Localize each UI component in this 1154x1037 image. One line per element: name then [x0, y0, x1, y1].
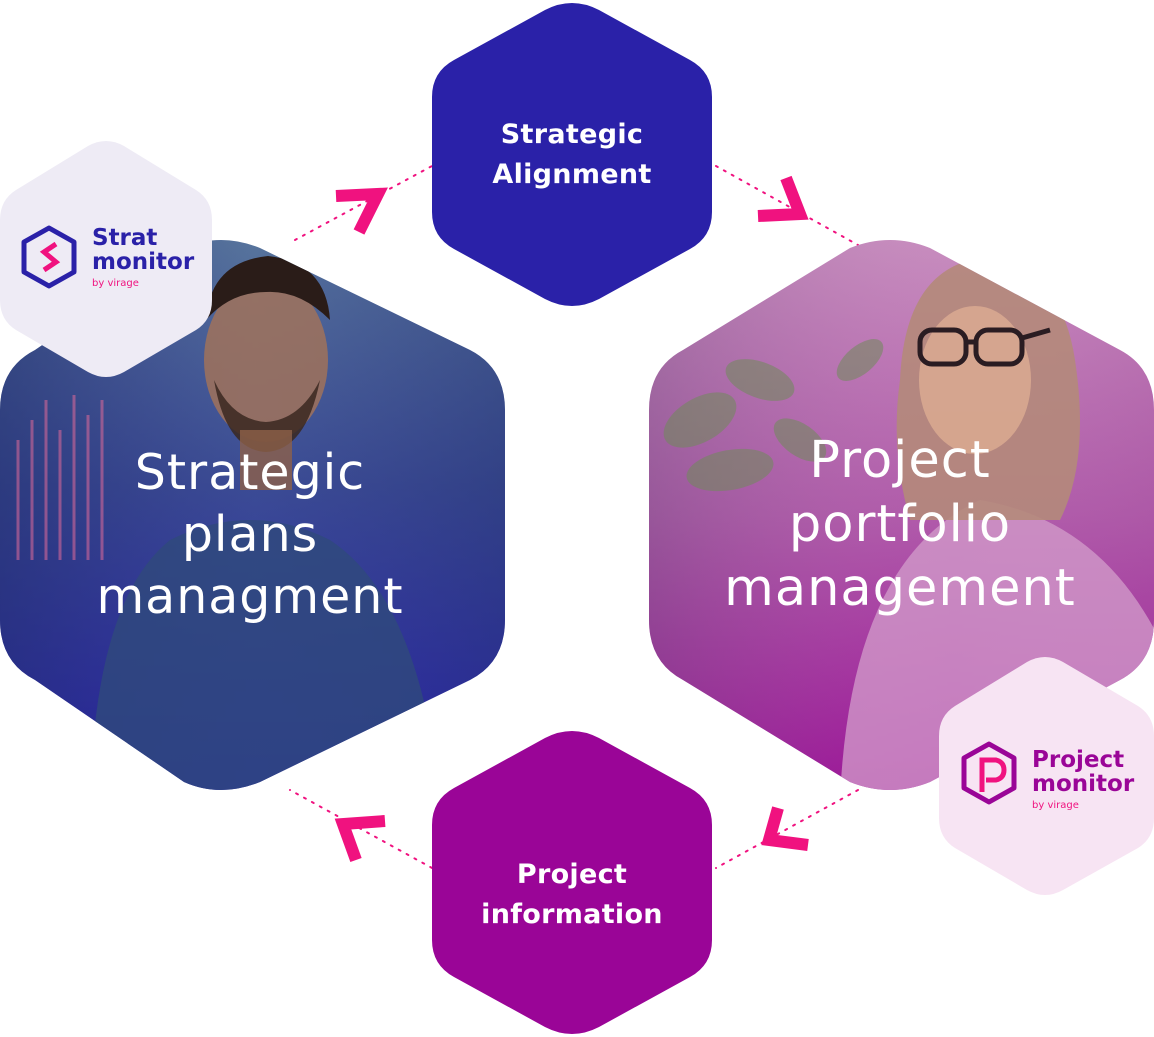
project-monitor-icon: [961, 741, 1017, 805]
portfolio-line2: portfolio: [788, 495, 1012, 554]
person-photo-right: [840, 258, 1154, 790]
project-information-label: Project information: [440, 850, 704, 940]
project-monitor-logo-text: Project monitor by virage: [1032, 748, 1134, 813]
portfolio-label: Project portfolio management: [680, 425, 1120, 625]
strat-monitor-logo-hex: [0, 141, 212, 377]
strategic-alignment-hex: [432, 3, 712, 306]
strategic-plans-line3: managment: [96, 568, 404, 625]
flow-arrow-top-left: [335, 187, 388, 235]
plants-decoration: [663, 339, 884, 492]
project-logo-line2: monitor: [1032, 771, 1135, 797]
project-information-line1: Project: [516, 859, 628, 890]
portfolio-line1: Project: [809, 431, 991, 490]
strategic-alignment-line2: Alignment: [492, 159, 652, 190]
project-information-hex: [432, 731, 712, 1034]
background-chart-decoration: [16, 395, 104, 560]
flow-arrow-top-right: [757, 175, 809, 222]
project-logo-line1: Project: [1032, 747, 1125, 773]
strat-logo-line2: monitor: [92, 249, 195, 275]
portfolio-line3: management: [724, 559, 1076, 618]
strategic-alignment-label: Strategic Alignment: [440, 110, 704, 200]
portfolio-hex: [649, 240, 1154, 790]
strat-logo-line1: Strat: [92, 225, 158, 251]
project-logo-byline: by virage: [1032, 800, 1079, 811]
strategic-plans-line2: plans: [181, 506, 319, 563]
flow-arrow-bottom-left: [334, 815, 386, 863]
project-information-line2: information: [481, 899, 663, 930]
person-photo-left: [90, 256, 440, 790]
strat-logo-byline: by virage: [92, 278, 139, 289]
connector-lines: [289, 165, 859, 869]
strategic-plans-label: Strategic plans managment: [40, 435, 460, 635]
strategic-plans-line1: Strategic: [134, 444, 366, 501]
strat-monitor-logo-text: Strat monitor by virage: [92, 226, 194, 291]
flow-arrow-bottom-right: [761, 806, 809, 851]
strat-monitor-icon: [21, 225, 77, 289]
project-monitor-logo-hex: [939, 657, 1154, 895]
strategic-alignment-line1: Strategic: [500, 119, 644, 150]
